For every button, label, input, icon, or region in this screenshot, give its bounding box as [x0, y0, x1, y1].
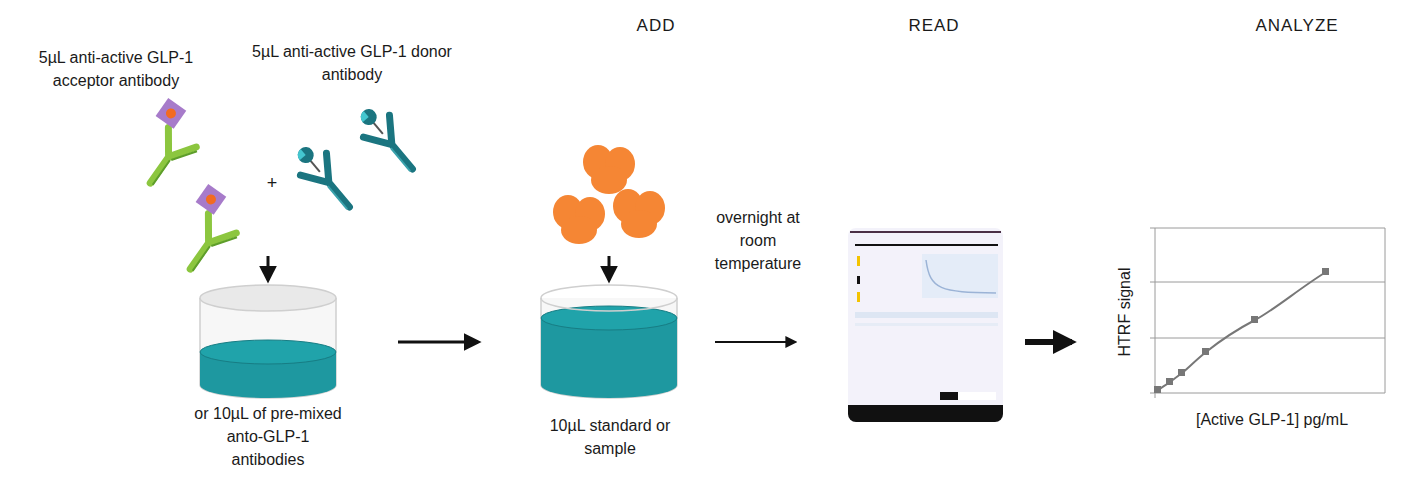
axis-title: HTRF signal [1113, 268, 1136, 357]
step-heading: ANALYZE [1227, 14, 1367, 39]
donor-antibody [288, 138, 363, 218]
plate-reader [848, 228, 1003, 422]
reagent-label: or 10µL of pre-mixed anto-GLP-1 antibodi… [193, 402, 343, 472]
down-arrow [608, 256, 611, 280]
reagent-label: 5µL anti-active GLP-1 acceptor antibody [14, 46, 219, 92]
axis-title: [Active GLP-1] pg/mL [1157, 408, 1387, 431]
right-arrow [398, 341, 478, 344]
down-arrow [267, 256, 270, 280]
step-heading: READ [874, 14, 994, 39]
right-arrow [715, 341, 795, 343]
step-heading: ADD [596, 14, 716, 39]
standard-curve-chart [1150, 228, 1385, 398]
right-arrow [1025, 339, 1072, 345]
tube [541, 285, 677, 398]
acceptor-antibody [162, 184, 252, 281]
sample-molecules [553, 145, 665, 244]
donor-antibody [351, 100, 426, 180]
tube [200, 285, 336, 398]
plus-sign: + [257, 170, 287, 196]
acceptor-antibody [122, 98, 212, 195]
sample-label: 10µL standard or sample [525, 414, 695, 460]
reagent-label: 5µL anti-active GLP-1 donor antibody [250, 40, 455, 86]
incubation-label: overnight at room temperature [706, 206, 810, 276]
